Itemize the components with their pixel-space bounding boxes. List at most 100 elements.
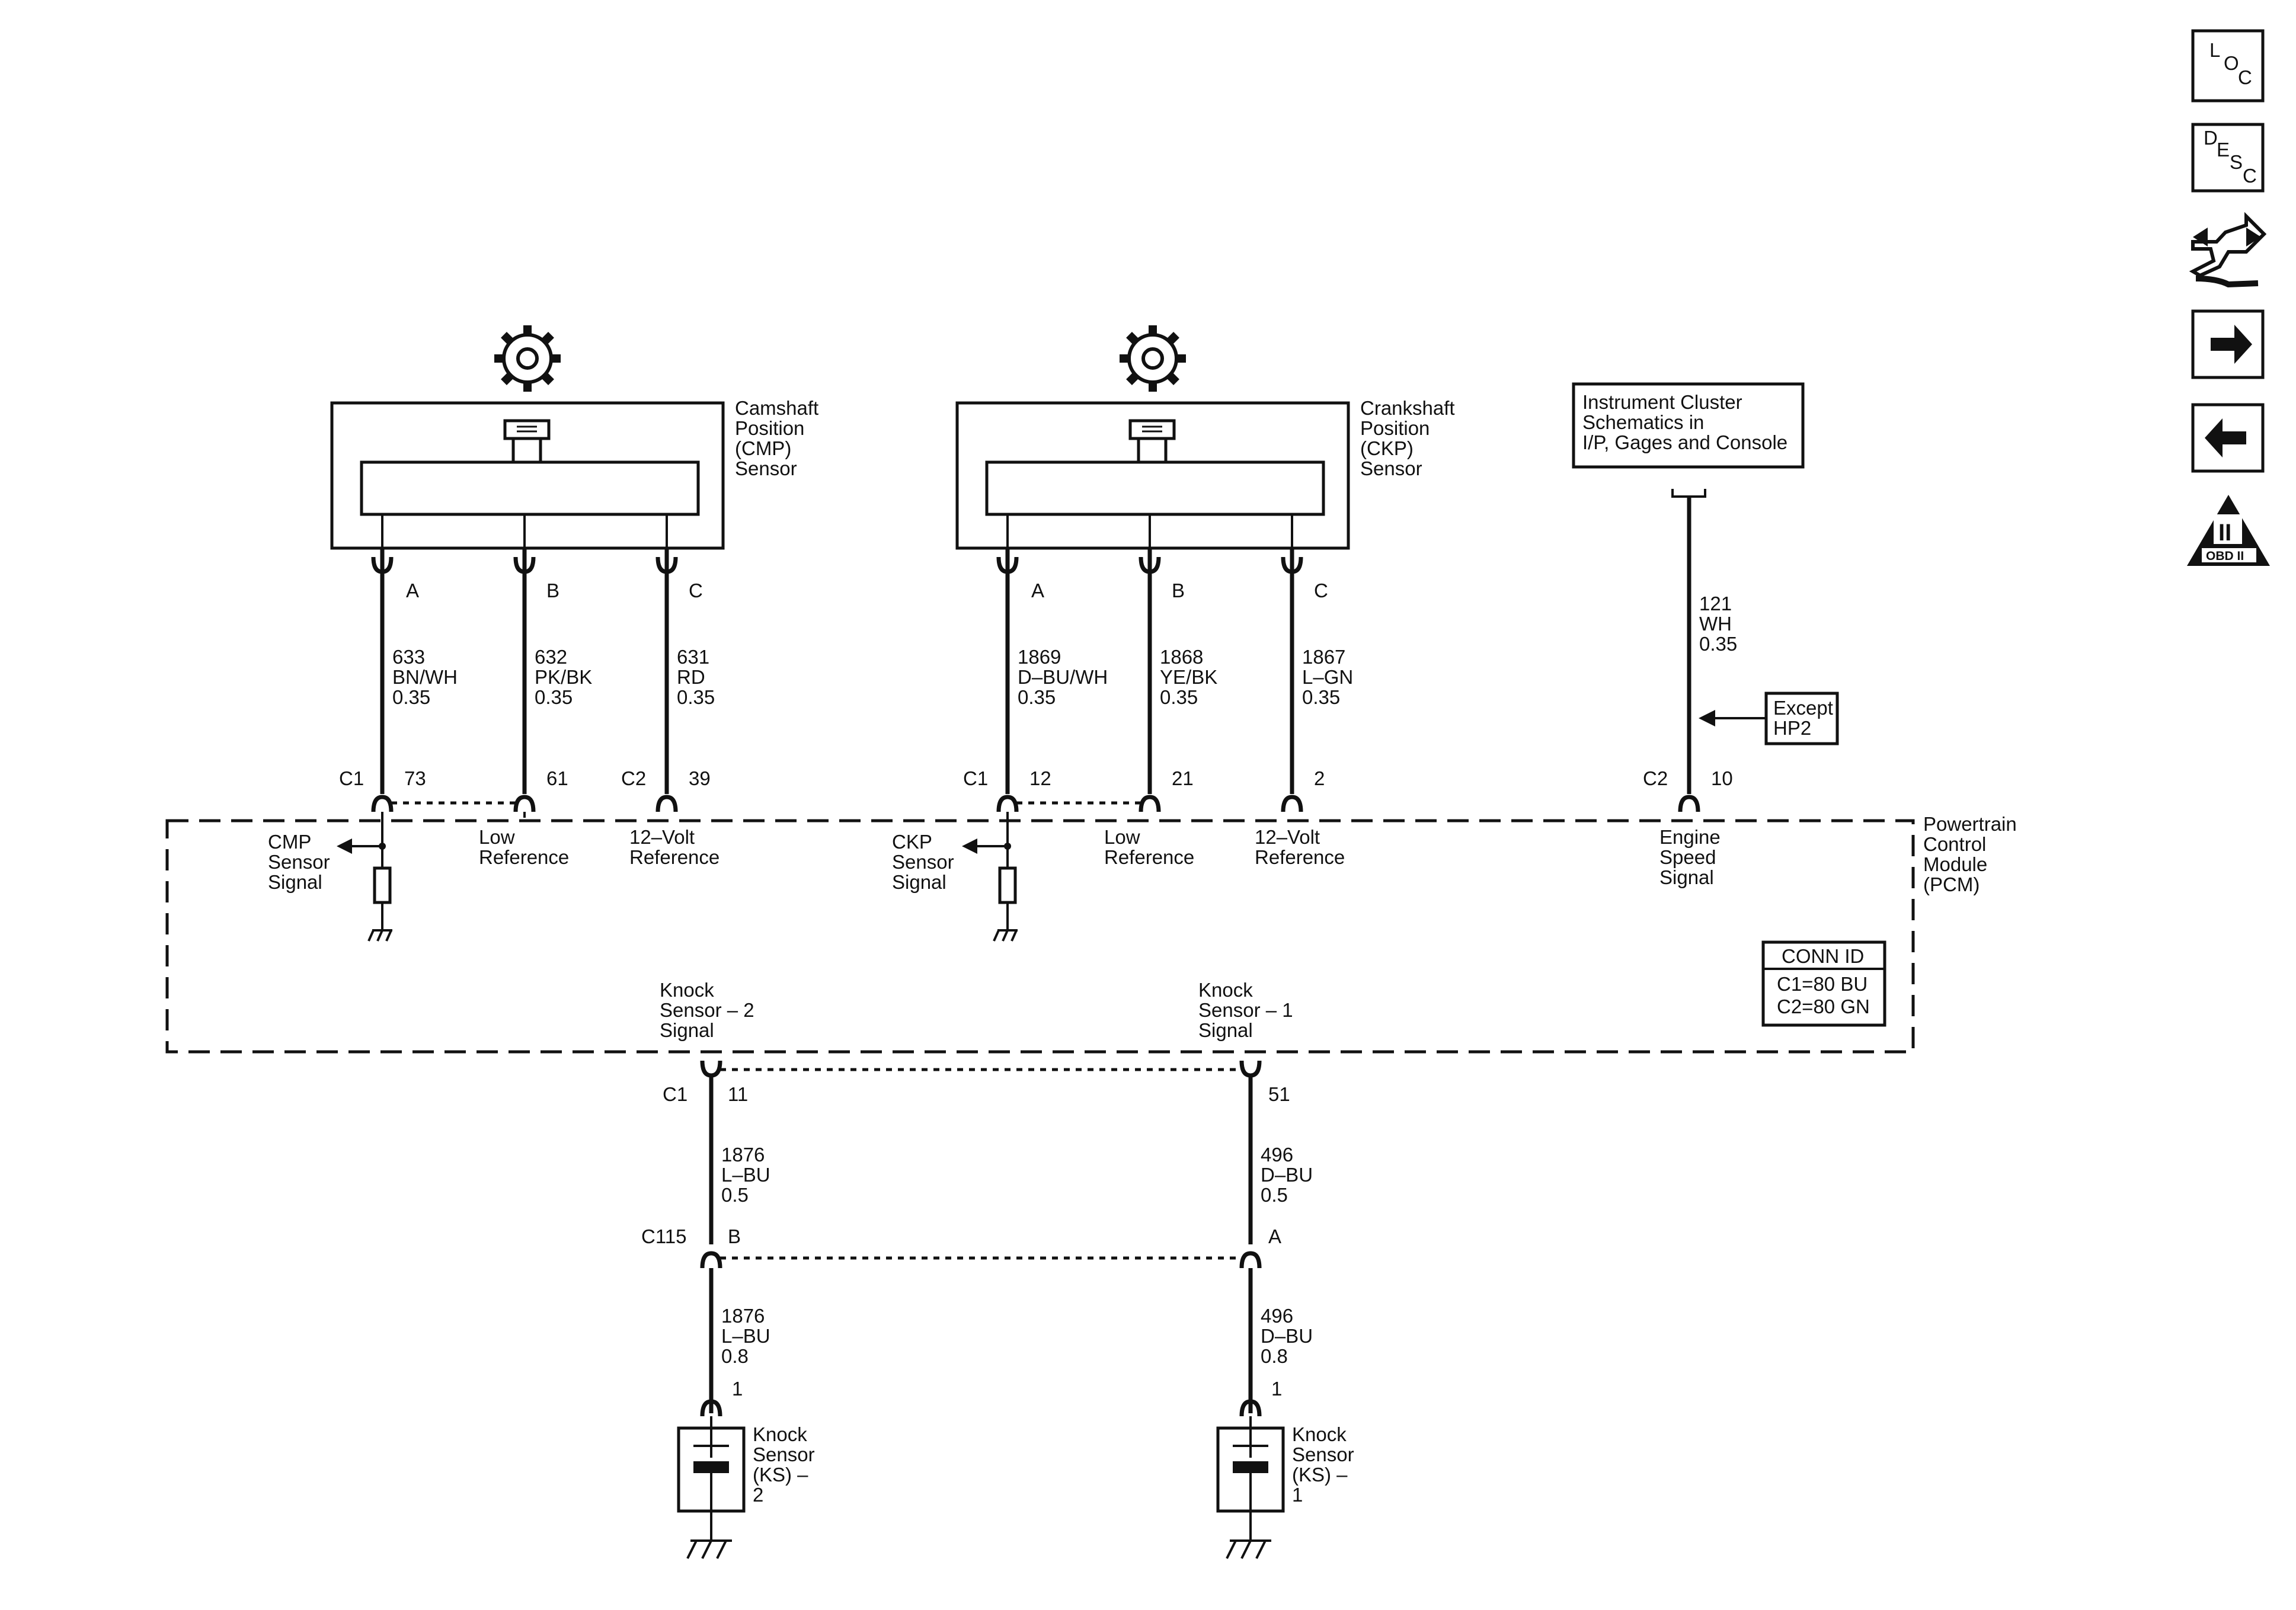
wire-ks1-lower-color: D–BU	[1261, 1325, 1313, 1347]
ks1-pin-1: 1	[1271, 1378, 1282, 1400]
c115-pin-a: A	[1268, 1225, 1281, 1247]
pcm-connectors	[371, 795, 1700, 812]
wire-ckp-c-circuit: 1867	[1302, 646, 1345, 668]
wire-ckp-c-size: 0.35	[1302, 686, 1340, 708]
cmp-pin-a: A	[406, 580, 419, 601]
pcm-conn-c2-speed: C2	[1643, 767, 1668, 789]
except-hp2-line-1: Except	[1773, 697, 1833, 719]
pcm-pin-39: 39	[689, 767, 711, 789]
cmp-low-ref-1: Low	[479, 826, 515, 848]
instrument-cluster-text-1: Instrument Cluster	[1582, 391, 1742, 413]
knock-sensor-1	[1216, 1416, 1285, 1559]
pcm-conn-c1-cmp: C1	[339, 767, 364, 789]
c115-pin-b: B	[728, 1225, 741, 1247]
ks1-signal-label-2: Sensor – 1	[1198, 999, 1293, 1021]
engine-speed-label-2: Speed	[1659, 846, 1716, 868]
ckp-low-ref-1: Low	[1104, 826, 1140, 848]
cmp-signal-circuit	[337, 812, 392, 942]
ckp-signal-circuit	[962, 812, 1018, 942]
ckp-low-ref-2: Reference	[1104, 846, 1194, 868]
wire-ckp-a-color: D–BU/WH	[1018, 666, 1108, 688]
svg-text:OBD II: OBD II	[2206, 549, 2244, 563]
conn-id-box	[1761, 940, 1886, 1027]
cmp-pin-b: B	[546, 580, 559, 601]
cmp-pin-c: C	[689, 580, 703, 601]
pcm-name-4: (PCM)	[1923, 873, 1980, 895]
svg-text:D: D	[2204, 127, 2218, 149]
ks2-signal-label-3: Signal	[660, 1019, 714, 1041]
ckp-pin-b: B	[1172, 580, 1185, 601]
instrument-cluster-text-3: I/P, Gages and Console	[1582, 431, 1787, 453]
gear-icon	[494, 325, 561, 392]
pcm-pin-73: 73	[404, 767, 426, 789]
knock-wiring	[700, 1060, 1262, 1417]
wire-ks2-upper-circuit: 1876	[721, 1144, 765, 1166]
wire-ks1-upper-circuit: 496	[1261, 1144, 1293, 1166]
gear-icon	[1120, 325, 1186, 392]
connector-repair-icon[interactable]	[2189, 212, 2267, 288]
pcm-pin-51: 51	[1268, 1083, 1290, 1105]
wire-cmp-b-circuit: 632	[535, 646, 567, 668]
cmp-sensor-name-2: Position	[735, 417, 804, 439]
c115-label: C115	[641, 1225, 686, 1247]
pcm-name-2: Control	[1923, 833, 1986, 855]
cmp-volt-ref-2: Reference	[629, 846, 720, 868]
except-arrow-head	[1699, 710, 1715, 726]
pcm-pin-12: 12	[1029, 767, 1051, 789]
back-arrow-icon[interactable]	[2191, 403, 2265, 473]
ckp-signal-label-3: Signal	[892, 871, 946, 893]
wire-speed-circuit: 121	[1699, 593, 1732, 614]
wire-ks2-upper-color: L–BU	[721, 1164, 770, 1186]
ks2-name-3: (KS) –	[753, 1464, 808, 1486]
wire-cmp-c-circuit: 631	[677, 646, 709, 668]
sensor-wires	[380, 497, 1691, 794]
desc-icon[interactable]: D E S C	[2191, 123, 2265, 193]
pcm-conn-c2-cmp: C2	[621, 767, 646, 789]
ckp-signal-label-1: CKP	[892, 831, 932, 853]
pcm-conn-c1-ks: C1	[663, 1083, 687, 1105]
except-hp2-box	[1764, 692, 1839, 745]
wire-ks1-lower-circuit: 496	[1261, 1305, 1293, 1327]
svg-text:S: S	[2230, 151, 2243, 173]
ks1-name-4: 1	[1292, 1484, 1303, 1506]
wire-ckp-a-size: 0.35	[1018, 686, 1056, 708]
wire-cmp-c-color: RD	[677, 666, 705, 688]
cmp-volt-ref-1: 12–Volt	[629, 826, 695, 848]
ks2-signal-label-2: Sensor – 2	[660, 999, 754, 1021]
obd-ii-icon[interactable]: II OBD II	[2187, 495, 2270, 566]
ks2-pin-1: 1	[732, 1378, 743, 1400]
cmp-sensor-name-3: (CMP)	[735, 437, 791, 459]
cmp-signal-label-2: Sensor	[268, 851, 330, 873]
ks2-signal-label-1: Knock	[660, 979, 714, 1001]
wire-speed-size: 0.35	[1699, 633, 1737, 655]
ks1-signal-label-3: Signal	[1198, 1019, 1253, 1041]
ks1-name-3: (KS) –	[1292, 1464, 1348, 1486]
cmp-sensor-name-1: Camshaft	[735, 397, 818, 419]
wire-cmp-b-size: 0.35	[535, 686, 573, 708]
wire-ckp-a-circuit: 1869	[1018, 646, 1061, 668]
wire-ckp-b-circuit: 1868	[1160, 646, 1203, 668]
instrument-cluster-text-2: Schematics in	[1582, 411, 1704, 433]
wire-ckp-b-color: YE/BK	[1160, 666, 1217, 688]
svg-text:C: C	[2243, 165, 2257, 187]
loc-icon[interactable]: L O C	[2191, 29, 2265, 103]
conn-id-title: CONN ID	[1782, 945, 1864, 967]
next-arrow-icon[interactable]	[2191, 309, 2265, 379]
ckp-sensor	[955, 401, 1350, 550]
wire-cmp-b-color: PK/BK	[535, 666, 592, 688]
pcm-pin-21: 21	[1172, 767, 1194, 789]
svg-text:E: E	[2217, 139, 2230, 161]
ckp-volt-ref-2: Reference	[1255, 846, 1345, 868]
wire-ks1-lower-size: 0.8	[1261, 1345, 1288, 1367]
ckp-volt-ref-1: 12–Volt	[1255, 826, 1320, 848]
pcm-pin-2: 2	[1314, 767, 1325, 789]
wire-ckp-b-size: 0.35	[1160, 686, 1198, 708]
ckp-signal-label-2: Sensor	[892, 851, 954, 873]
instrument-cluster-box	[1572, 382, 1805, 469]
pcm-boundary	[165, 819, 1915, 1054]
ckp-sensor-name-3: (CKP)	[1360, 437, 1414, 459]
ks1-name-2: Sensor	[1292, 1443, 1354, 1465]
ckp-sensor-name-2: Position	[1360, 417, 1430, 439]
cmp-signal-label-1: CMP	[268, 831, 311, 853]
